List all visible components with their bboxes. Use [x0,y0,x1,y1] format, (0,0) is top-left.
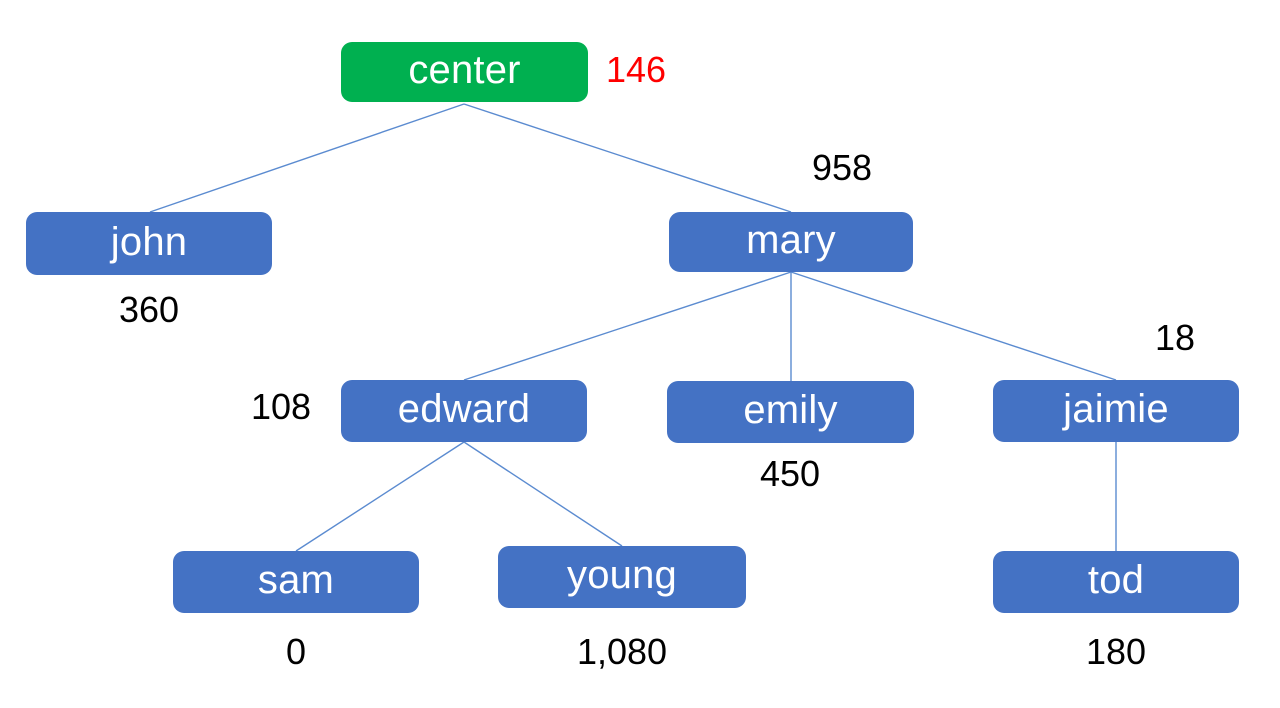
edge-edward-young [463,441,623,547]
edge-center-mary [463,103,792,213]
node-label-center: center [408,48,521,92]
edge-center-john [149,103,465,213]
value-label-sam: 0 [285,631,307,672]
node-label-young: young [567,553,677,597]
value-label-mary: 958 [811,147,873,188]
node-young[interactable]: young [498,546,746,608]
edge-mary-edward [463,271,792,381]
value-label-jaimie: 18 [1154,317,1196,358]
value-label-john: 360 [118,289,180,330]
value-label-center: 146 [606,49,667,90]
node-emily[interactable]: emily [667,381,914,443]
node-jaimie[interactable]: jaimie [993,380,1239,442]
node-label-jaimie: jaimie [1063,387,1169,431]
node-tod[interactable]: tod [993,551,1239,613]
node-label-tod: tod [1087,558,1145,602]
node-center[interactable]: center [341,42,588,102]
node-label-edward: edward [397,387,531,431]
value-label-edward: 108 [250,386,312,427]
edge-edward-sam [295,441,465,552]
node-label-emily: emily [743,388,838,432]
value-label-emily: 450 [759,453,821,494]
node-label-john: john [110,219,188,264]
node-sam[interactable]: sam [173,551,419,613]
node-john[interactable]: john [26,212,272,275]
node-edward[interactable]: edward [341,380,587,442]
node-mary[interactable]: mary [669,212,913,272]
node-label-mary: mary [746,218,836,262]
value-label-young: 1,080 [576,631,668,672]
node-label-sam: sam [257,558,335,602]
value-label-tod: 180 [1085,631,1147,672]
edge-mary-jaimie [790,271,1117,381]
